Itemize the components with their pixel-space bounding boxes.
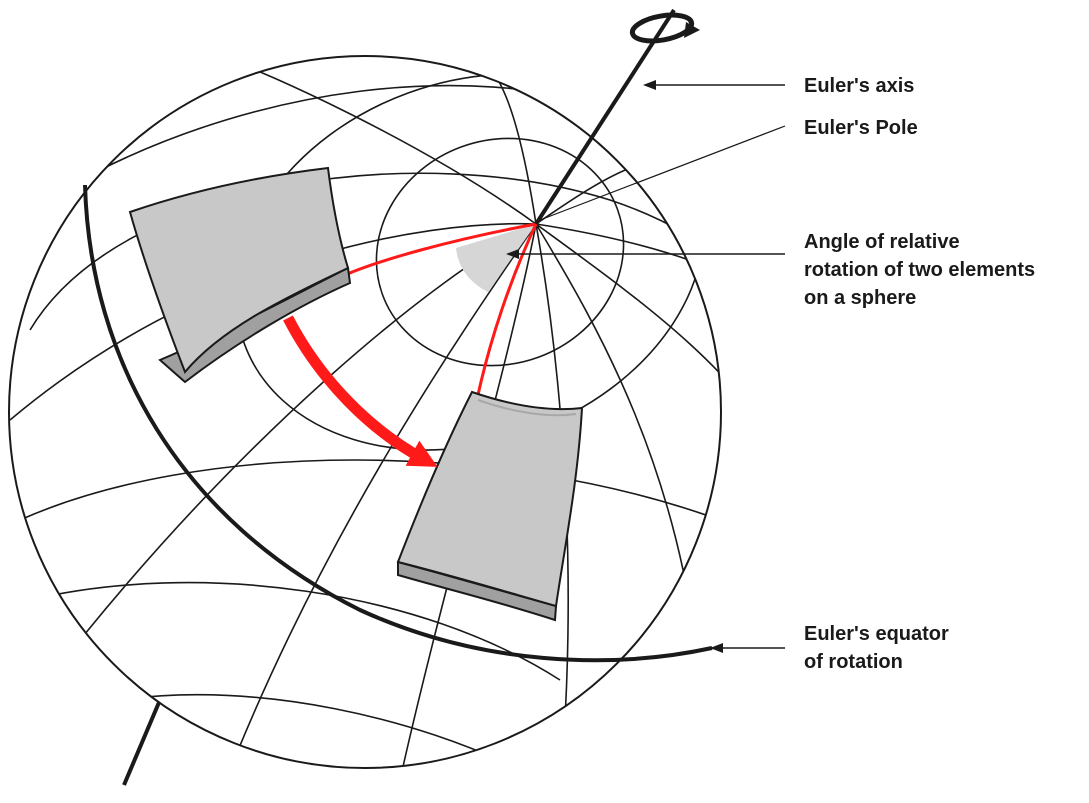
euler-axis-upper — [534, 8, 676, 226]
grid-curve — [29, 581, 561, 681]
label-equator-line1: Euler's equator — [804, 623, 949, 645]
pointer-equator-head — [710, 643, 723, 653]
rotation-line-second — [476, 223, 538, 396]
pointer-angle-head — [506, 249, 519, 259]
plate-second-top — [396, 390, 584, 608]
rotation-arrow-icon — [629, 12, 700, 44]
label-equator-line2: of rotation — [804, 651, 903, 673]
euler-equator — [83, 184, 713, 663]
pointer-pole — [539, 125, 786, 221]
angle-sector — [456, 224, 536, 292]
rotation-arrow — [283, 315, 438, 467]
pole-circle-inner — [375, 137, 625, 367]
meridian — [535, 223, 721, 301]
euler-axis-lower — [122, 699, 162, 786]
plate-second-highlight — [477, 399, 577, 417]
pointer-axis-head — [643, 80, 656, 90]
rotation-line-first — [344, 222, 537, 277]
label-angle-line1: Angle of relative — [804, 231, 960, 253]
plate-second — [396, 390, 584, 622]
plate-first-top — [128, 166, 350, 374]
label-angle-line2: rotation of two elements — [804, 259, 1035, 281]
label-eulers-axis: Euler's axis — [804, 75, 914, 97]
label-eulers-pole: Euler's Pole — [804, 117, 918, 139]
label-angle-line3: on a sphere — [804, 287, 916, 309]
plate-first — [128, 166, 352, 384]
